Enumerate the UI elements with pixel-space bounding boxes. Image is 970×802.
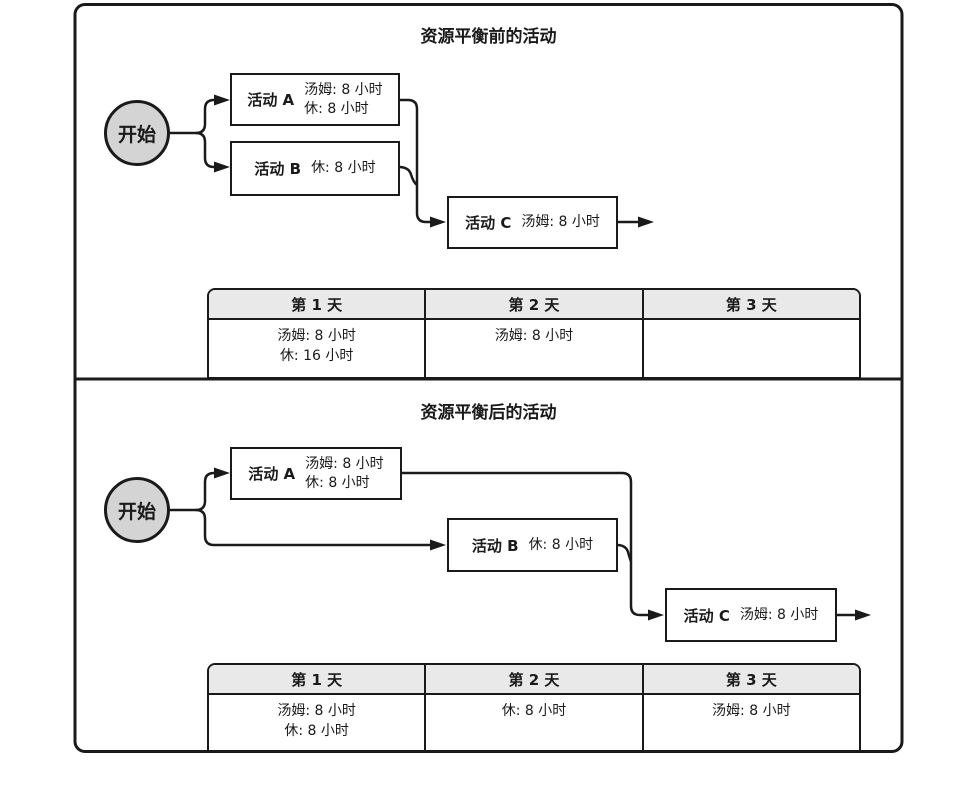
activity-resource: 休: 8 小时 [311, 160, 376, 176]
resource-table-before: 第 1 天 第 2 天 第 3 天 汤姆: 8 小时 休: 16 小时 汤姆: … [207, 288, 861, 379]
edge-start-to-a-after [170, 471, 215, 512]
activity-label: 活动 C [465, 214, 512, 232]
activity-resource: 汤姆: 8 小时 [305, 455, 384, 472]
start-node-before: 开始 [104, 100, 170, 166]
cell-line: 汤姆: 8 小时 [277, 703, 356, 719]
edge-b-merge-before [399, 165, 418, 187]
edge-start-to-a-before [170, 98, 215, 135]
start-node-after: 开始 [104, 477, 170, 543]
header-cell-day1: 第 1 天 [209, 290, 427, 318]
activity-a-after: 活动 A 汤姆: 8 小时 休: 8 小时 [230, 447, 402, 500]
header-cell-day1: 第 1 天 [209, 665, 427, 693]
table-header-row: 第 1 天 第 2 天 第 3 天 [209, 290, 859, 320]
arrowhead-icon [214, 467, 230, 479]
activity-c-before: 活动 C 汤姆: 8 小时 [447, 196, 618, 249]
activity-label: 活动 B [254, 160, 302, 178]
start-label: 开始 [117, 123, 156, 146]
edge-start-to-b-after [195, 508, 431, 547]
arrowhead-icon [430, 539, 446, 551]
activity-label: 活动 C [683, 606, 730, 625]
arrowhead-icon [855, 609, 871, 621]
arrowhead-icon [638, 216, 654, 228]
arrowhead-icon [214, 94, 230, 106]
activity-resource: 休: 8 小时 [305, 474, 370, 491]
header-cell-day2: 第 2 天 [426, 290, 644, 318]
cell-line: 休: 8 小时 [284, 723, 349, 739]
table-cell-day3 [644, 320, 859, 377]
table-body-row: 汤姆: 8 小时 休: 16 小时 汤姆: 8 小时 [209, 320, 859, 377]
edge-a-to-c-after [402, 471, 649, 617]
arrowhead-icon [430, 216, 446, 228]
activity-c-after: 活动 C 汤姆: 8 小时 [665, 588, 837, 642]
activity-label: 活动 B [471, 536, 519, 555]
activity-label: 活动 A [247, 91, 295, 109]
table-cell-day2: 休: 8 小时 [426, 695, 644, 750]
table-cell-day3: 汤姆: 8 小时 [644, 695, 859, 750]
cell-line: 汤姆: 8 小时 [712, 703, 791, 719]
arrowhead-icon [214, 161, 230, 173]
cell-line: 汤姆: 8 小时 [494, 328, 574, 344]
table-cell-day1: 汤姆: 8 小时 休: 16 小时 [209, 320, 427, 377]
panel-title-after: 资源平衡后的活动 [420, 403, 557, 423]
start-label: 开始 [117, 500, 156, 523]
activity-label: 活动 A [248, 465, 296, 483]
arrowhead-icon [648, 609, 664, 621]
cell-line: 休: 8 小时 [501, 703, 567, 719]
edge-b-merge-after [617, 543, 633, 562]
cell-line: 休: 16 小时 [279, 348, 354, 364]
activity-resource: 休: 8 小时 [528, 536, 594, 553]
activity-a-before: 活动 A 汤姆: 8 小时 休: 8 小时 [230, 73, 400, 126]
activity-resource: 休: 8 小时 [304, 100, 369, 117]
activity-b-before: 活动 B 休: 8 小时 [230, 141, 400, 196]
edge-start-to-b-before [195, 131, 215, 169]
table-cell-day2: 汤姆: 8 小时 [426, 320, 644, 377]
panel-title-before: 资源平衡前的活动 [420, 27, 557, 47]
activity-b-after: 活动 B 休: 8 小时 [447, 518, 618, 572]
header-cell-day3: 第 3 天 [725, 670, 777, 689]
activity-resource: 汤姆: 8 小时 [304, 81, 383, 98]
resource-table-after: 第 1 天 第 2 天 第 3 天 汤姆: 8 小时 休: 8 小时 休: 8 … [207, 663, 861, 752]
table-header-row: 第 1 天 第 2 天 第 3 天 [209, 665, 859, 695]
table-body-row: 汤姆: 8 小时 休: 8 小时 休: 8 小时 汤姆: 8 小时 [209, 695, 859, 750]
cell-line: 汤姆: 8 小时 [277, 328, 356, 344]
edge-a-to-c-before [400, 98, 431, 224]
activity-resource: 汤姆: 8 小时 [739, 606, 819, 623]
header-cell-day2: 第 2 天 [426, 665, 644, 693]
table-cell-day1: 汤姆: 8 小时 休: 8 小时 [209, 695, 427, 750]
header-cell-day3: 第 3 天 [725, 295, 777, 314]
activity-resource: 汤姆: 8 小时 [521, 214, 600, 230]
